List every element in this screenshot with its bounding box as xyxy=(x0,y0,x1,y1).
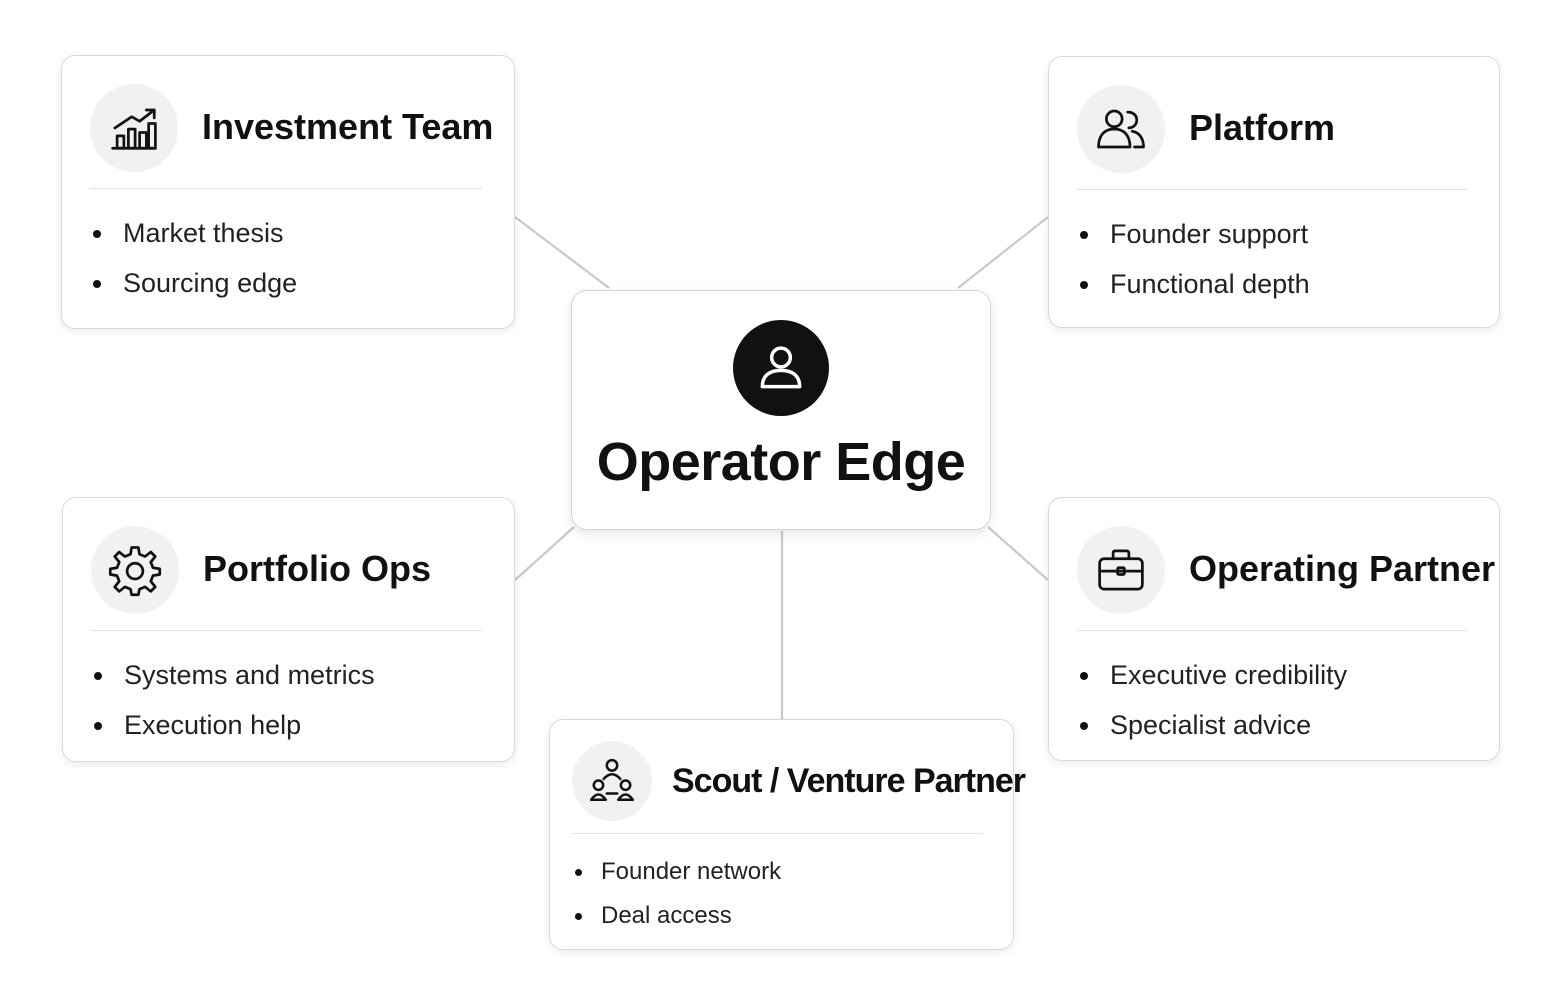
node-title: Operating Partner xyxy=(1189,548,1496,589)
briefcase-icon xyxy=(1077,526,1165,614)
gear-icon xyxy=(91,526,179,614)
bullet-item: Specialist advice xyxy=(1077,700,1347,750)
connector-operating-partner xyxy=(987,526,1049,581)
node-header: Platform xyxy=(1049,57,1499,189)
node-header: Investment Team xyxy=(62,56,514,188)
node-portfolio-ops: Portfolio Ops Systems and metrics Execut… xyxy=(62,497,515,762)
node-title: Investment Team xyxy=(202,106,494,147)
bullet-item: Systems and metrics xyxy=(91,650,375,700)
node-investment-team: Investment Team Market thesis Sourcing e… xyxy=(61,55,515,329)
node-header: Scout / Venture Partner xyxy=(550,720,1026,833)
bullet-list: Executive credibility Specialist advice xyxy=(1077,650,1347,750)
connector-investment-team xyxy=(514,216,610,289)
node-platform: Platform Founder support Functional dept… xyxy=(1048,56,1500,328)
divider xyxy=(91,630,482,631)
connector-portfolio-ops xyxy=(514,526,575,581)
network-icon xyxy=(572,741,652,821)
chart-growth-icon xyxy=(90,84,178,172)
bullet-item: Executive credibility xyxy=(1077,650,1347,700)
node-operating-partner: Operating Partner Executive credibility … xyxy=(1048,497,1500,761)
bullet-item: Founder support xyxy=(1077,209,1310,259)
user-icon xyxy=(733,320,829,416)
node-title: Platform xyxy=(1189,107,1336,148)
bullet-item: Deal access xyxy=(572,894,781,938)
bullet-list: Market thesis Sourcing edge xyxy=(90,208,297,308)
divider xyxy=(90,188,482,189)
bullet-item: Market thesis xyxy=(90,208,297,258)
divider xyxy=(1077,189,1467,190)
bullet-item: Sourcing edge xyxy=(90,258,297,308)
divider xyxy=(1077,630,1467,631)
node-header: Operating Partner xyxy=(1049,498,1499,630)
divider xyxy=(572,833,983,834)
node-scout-venture-partner: Scout / Venture Partner Founder network … xyxy=(549,719,1026,950)
bullet-list: Founder network Deal access xyxy=(572,850,781,938)
bullet-list: Founder support Functional depth xyxy=(1077,209,1310,309)
bullet-item: Functional depth xyxy=(1077,259,1310,309)
center-title: Operator Edge xyxy=(596,432,966,492)
bullet-list: Systems and metrics Execution help xyxy=(91,650,375,750)
connector-platform xyxy=(957,216,1049,289)
node-header: Portfolio Ops xyxy=(63,498,514,630)
center-node-operator-edge: Operator Edge xyxy=(571,290,991,530)
node-title: Portfolio Ops xyxy=(203,548,431,589)
bullet-item: Execution help xyxy=(91,700,375,750)
bullet-item: Founder network xyxy=(572,850,781,894)
node-title: Scout / Venture Partner xyxy=(672,762,1026,800)
users-icon xyxy=(1077,85,1165,173)
